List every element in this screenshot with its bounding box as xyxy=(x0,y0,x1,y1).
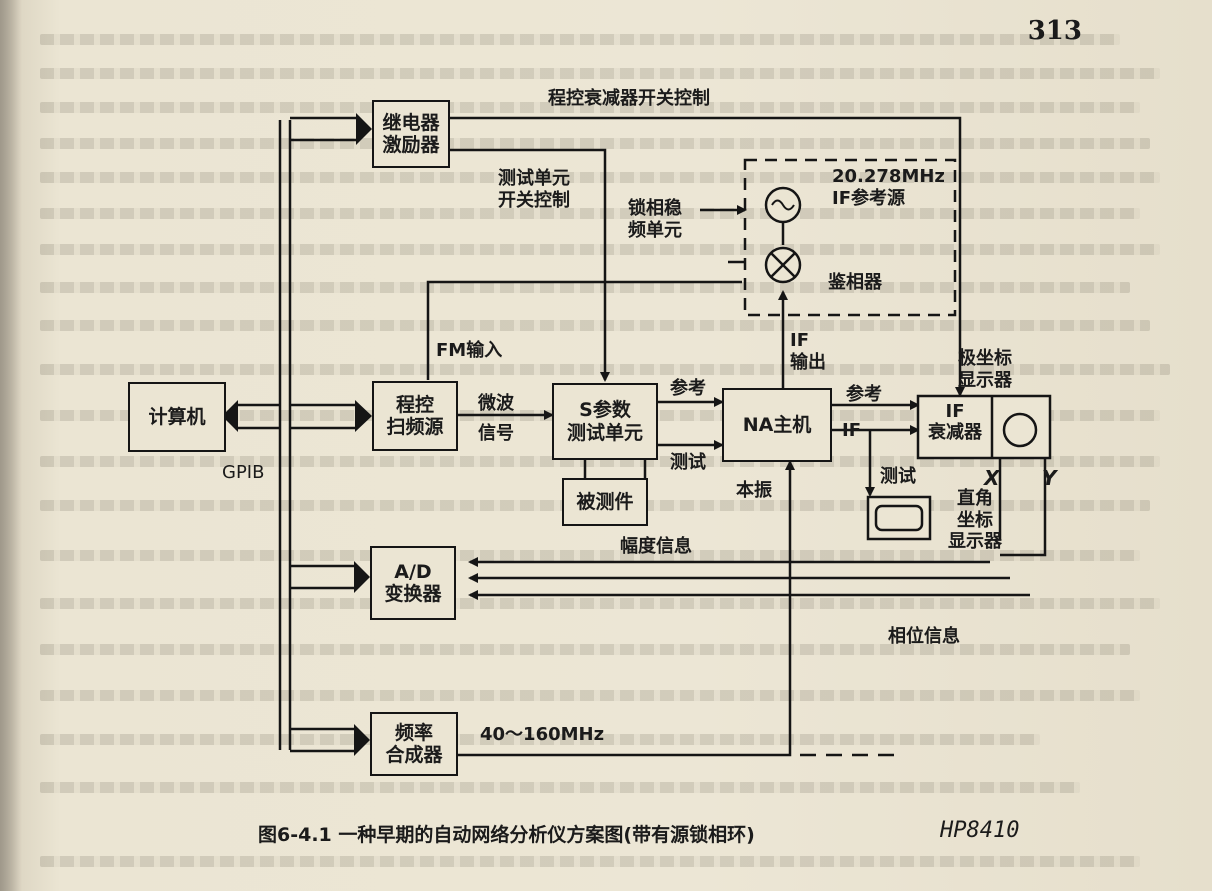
pll-unit-label: 锁相稳 频单元 xyxy=(628,198,682,241)
if-label: IF xyxy=(842,420,861,441)
local-osc-label: 本振 xyxy=(736,480,772,501)
microwave-signal-label: 微波 信号 xyxy=(478,393,514,444)
s-param-unit-block: S参数 测试单元 xyxy=(552,383,658,460)
dut-block: 被测件 xyxy=(562,478,648,526)
reference-label-1: 参考 xyxy=(670,378,706,399)
test-label-2: 测试 xyxy=(880,466,916,487)
page-spine-shadow xyxy=(0,0,22,891)
if-ref-source-box xyxy=(743,158,957,317)
dut-connection xyxy=(583,460,647,478)
mixer-icon xyxy=(764,246,802,284)
rect-display-screen-icon xyxy=(874,504,924,532)
freq-synth-block: 频率 合成器 xyxy=(370,712,458,776)
test-label-1: 测试 xyxy=(670,452,706,473)
x-axis-label: X xyxy=(984,466,1000,490)
rect-display-frame xyxy=(866,495,932,541)
y-axis-label: Y xyxy=(1042,466,1057,490)
fm-input-line xyxy=(426,280,742,380)
test-unit-switch-control-label: 测试单元 开关控制 xyxy=(498,168,570,211)
oscillator-icon xyxy=(764,186,802,224)
if-output-label: IF 输出 xyxy=(790,330,826,373)
if-attenuator-frame xyxy=(916,394,1052,460)
computer-block: 计算机 xyxy=(128,382,226,452)
handwritten-note: HP8410 xyxy=(940,818,1020,843)
polar-display-screen-icon xyxy=(1002,412,1038,448)
na-main-block: NA主机 xyxy=(722,388,832,462)
sweep-source-block: 程控 扫频源 xyxy=(372,381,458,451)
page-number: 313 xyxy=(1027,16,1082,46)
rect-display-label: 直角 坐标 显示器 xyxy=(948,488,1002,553)
if-ref-source-label: 20.278MHz IF参考源 xyxy=(832,166,945,209)
relay-driver-block: 继电器 激励器 xyxy=(372,100,450,168)
freq-range-label: 40～160MHz xyxy=(480,724,605,745)
phase-detector-label: 鉴相器 xyxy=(828,272,882,293)
ad-converter-block: A/D 变换器 xyxy=(370,546,456,620)
reference-label-2: 参考 xyxy=(846,384,882,405)
phase-info-label: 相位信息 xyxy=(888,626,960,647)
y-output xyxy=(1000,458,1047,557)
polar-display-label: 极坐标 显示器 xyxy=(958,348,1012,391)
atten-control-line xyxy=(450,116,965,397)
test-unit-control-line xyxy=(450,148,610,382)
gpib-label: GPIB xyxy=(222,462,265,483)
amplitude-info-label: 幅度信息 xyxy=(620,536,692,557)
local-osc-line xyxy=(458,460,795,757)
figure-caption: 图6-4.1 一种早期的自动网络分析仪方案图(带有源锁相环) xyxy=(258,824,755,846)
fm-input-label: FM输入 xyxy=(436,340,503,361)
if-attenuator-label: IF 衰减器 xyxy=(928,401,982,443)
atten-switch-control-label: 程控衰减器开关控制 xyxy=(548,88,710,109)
